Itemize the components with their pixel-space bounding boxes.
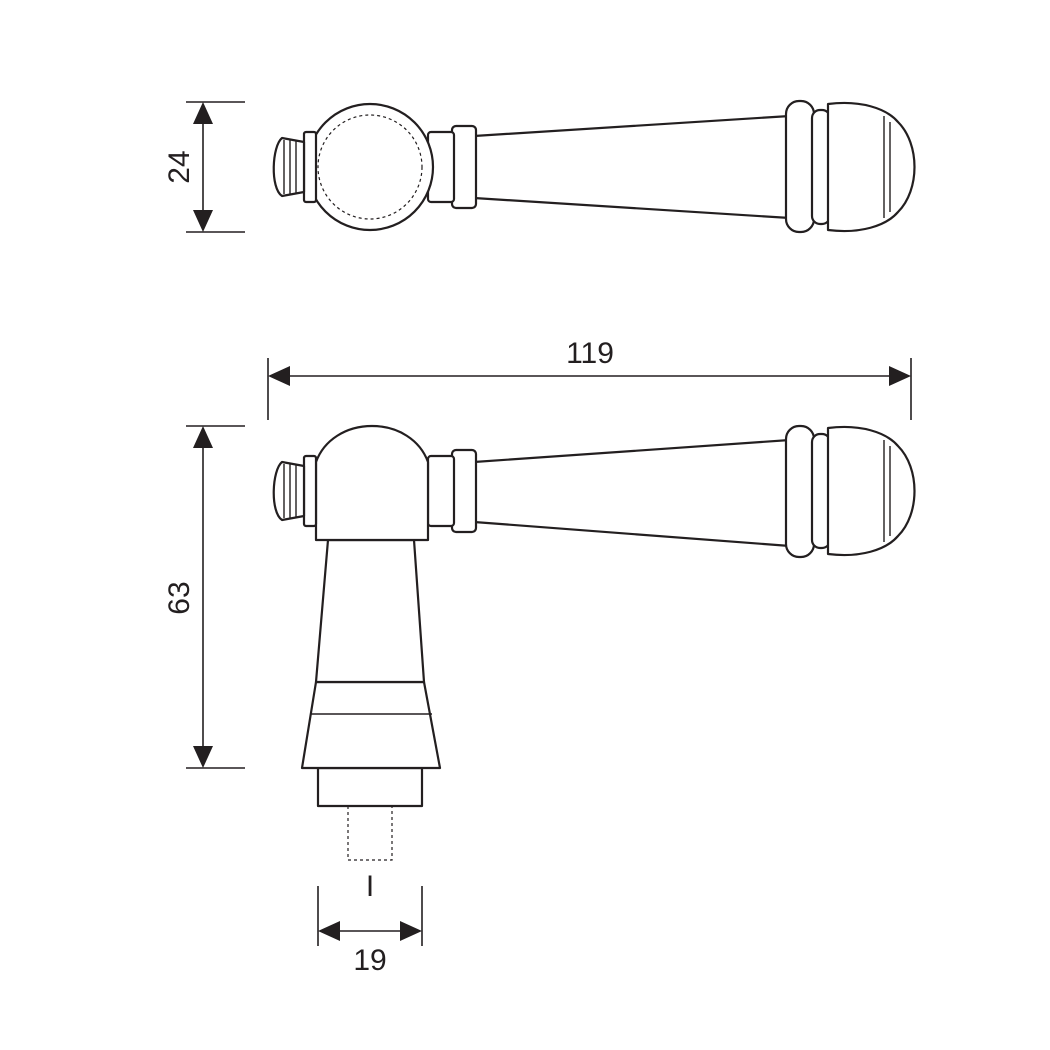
- front-view-neck-upper: [314, 538, 426, 684]
- top-view-collar-outer: [450, 124, 478, 210]
- dimension-label-24: 24: [163, 150, 196, 183]
- dimension-overall-height: 63: [163, 425, 245, 769]
- front-view-pin-head: [272, 460, 306, 522]
- front-view-spindle: [347, 806, 393, 861]
- top-view-end-ring-outer: [784, 99, 816, 234]
- dimension-arrow-down: [193, 746, 213, 768]
- dimension-label-63: 63: [163, 581, 196, 614]
- front-view-base-step: [316, 766, 424, 808]
- front-view-end-ring-outer: [784, 424, 816, 559]
- top-view-pin-grooves: [283, 140, 297, 194]
- front-view-collar-outer: [450, 448, 478, 534]
- front-view-pin-collar: [302, 454, 318, 528]
- top-view: [272, 99, 916, 234]
- top-view-pin-collar: [302, 130, 318, 204]
- dimension-arrow-right: [400, 921, 422, 941]
- top-view-end-cap: [826, 101, 916, 233]
- dimension-arrow-left: [268, 366, 290, 386]
- front-view-neck-lower: [300, 680, 442, 770]
- front-view-collar-inner: [426, 454, 456, 528]
- dimension-arrow-up: [193, 102, 213, 124]
- front-view-end-cap: [826, 425, 916, 557]
- dimension-arrow-left: [318, 921, 340, 941]
- dimension-height-top-view: 24: [163, 101, 245, 233]
- dimension-arrow-right: [889, 366, 911, 386]
- top-view-lever-arm: [472, 114, 792, 220]
- spindle-marker: I: [366, 870, 374, 903]
- top-view-rose: [305, 102, 435, 232]
- top-view-end-cap-ring: [883, 116, 891, 218]
- dimension-spindle-base-width: 19: [317, 886, 423, 977]
- front-view-end-cap-ring: [883, 440, 891, 542]
- dimension-arrow-up: [193, 426, 213, 448]
- dimension-arrow-down: [193, 210, 213, 232]
- front-view-hub: [314, 424, 430, 542]
- front-view-pin-grooves: [283, 464, 297, 518]
- top-view-rose-hidden-outline: [317, 114, 423, 220]
- front-view-lever-arm: [472, 438, 792, 548]
- dimension-label-119: 119: [566, 337, 614, 370]
- top-view-pin-head: [272, 136, 306, 198]
- dimension-label-19: 19: [353, 944, 386, 977]
- front-view: [272, 424, 916, 861]
- dimension-overall-length: 119: [267, 337, 912, 420]
